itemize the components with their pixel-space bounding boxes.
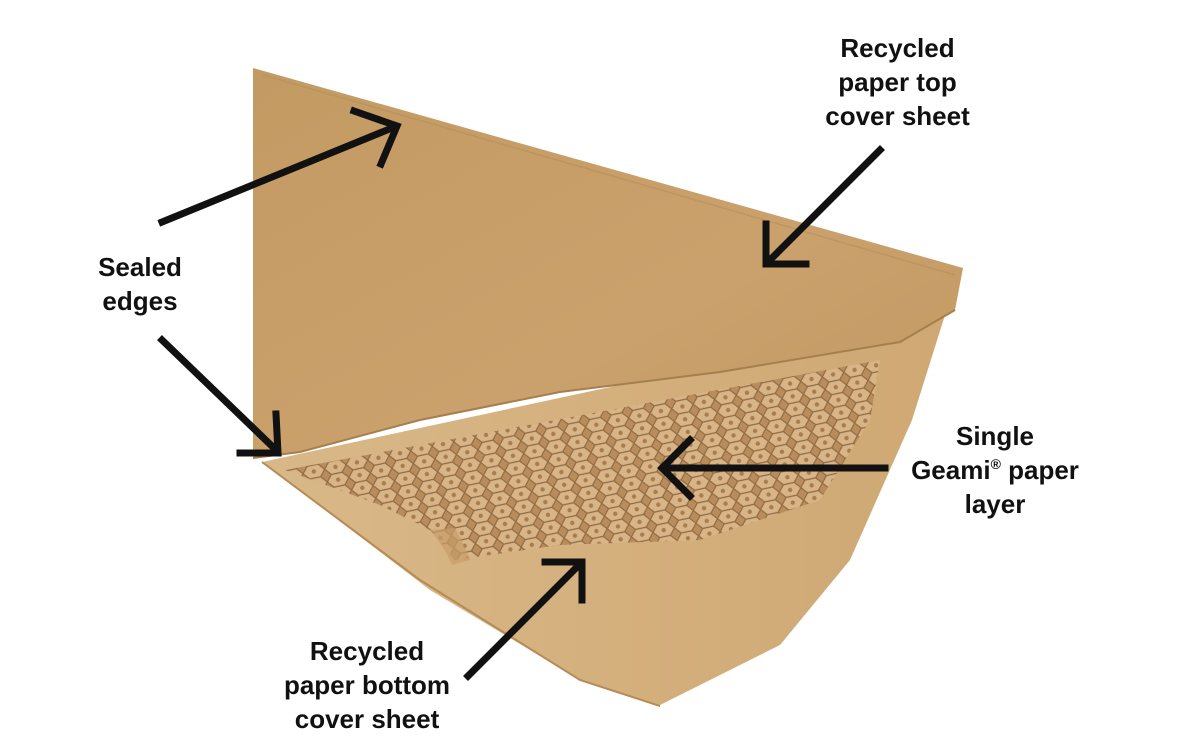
- label-geami-layer: Single Geami® paper layer: [911, 421, 1079, 519]
- label-bottom-cover-sheet: Recycled paper bottom cover sheet: [283, 636, 451, 734]
- arrows: [157, 106, 889, 681]
- arrow-sealed-edge-upper: [157, 106, 402, 227]
- arrow-sealed-edge-lower: [157, 335, 282, 457]
- geami-paper-layer: [285, 360, 880, 560]
- arrow-top-cover: [762, 145, 885, 268]
- arrow-bottom-cover: [463, 558, 586, 681]
- arrow-geami-layer: [657, 435, 889, 501]
- registered-mark: ®: [990, 456, 1001, 472]
- label-top-cover-sheet: Recycled paper top cover sheet: [825, 33, 970, 131]
- label-sealed-edges: Sealed edges: [98, 252, 182, 316]
